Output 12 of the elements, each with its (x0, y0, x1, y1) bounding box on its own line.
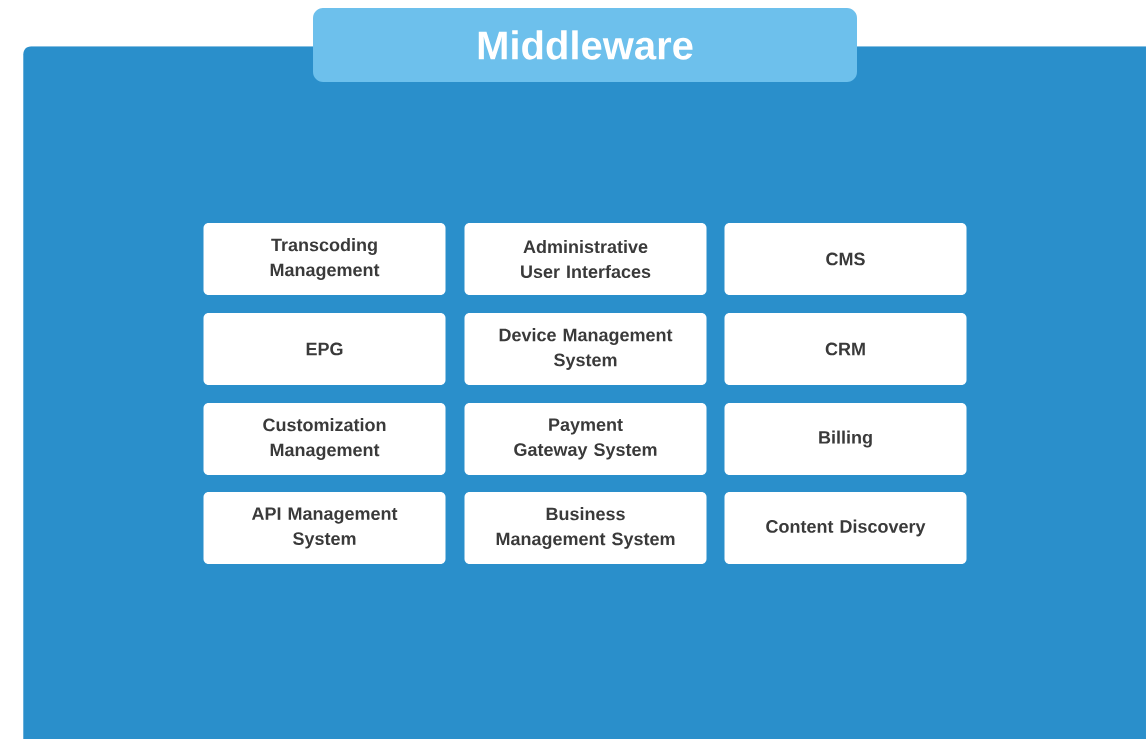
module-box: Payment Gateway System (464, 403, 707, 475)
module-box: Content Discovery (724, 492, 967, 564)
module-box: API Management System (203, 492, 446, 564)
module-box: CRM (724, 313, 967, 385)
module-box: Business Management System (464, 492, 707, 564)
module-box: Device Management System (464, 313, 707, 385)
module-box: Administrative User Interfaces (464, 223, 707, 295)
module-box: Billing (724, 403, 967, 475)
module-box: Transcoding Management (203, 223, 446, 295)
module-box: CMS (724, 223, 967, 295)
module-box: Customization Management (203, 403, 446, 475)
module-box: EPG (203, 313, 446, 385)
